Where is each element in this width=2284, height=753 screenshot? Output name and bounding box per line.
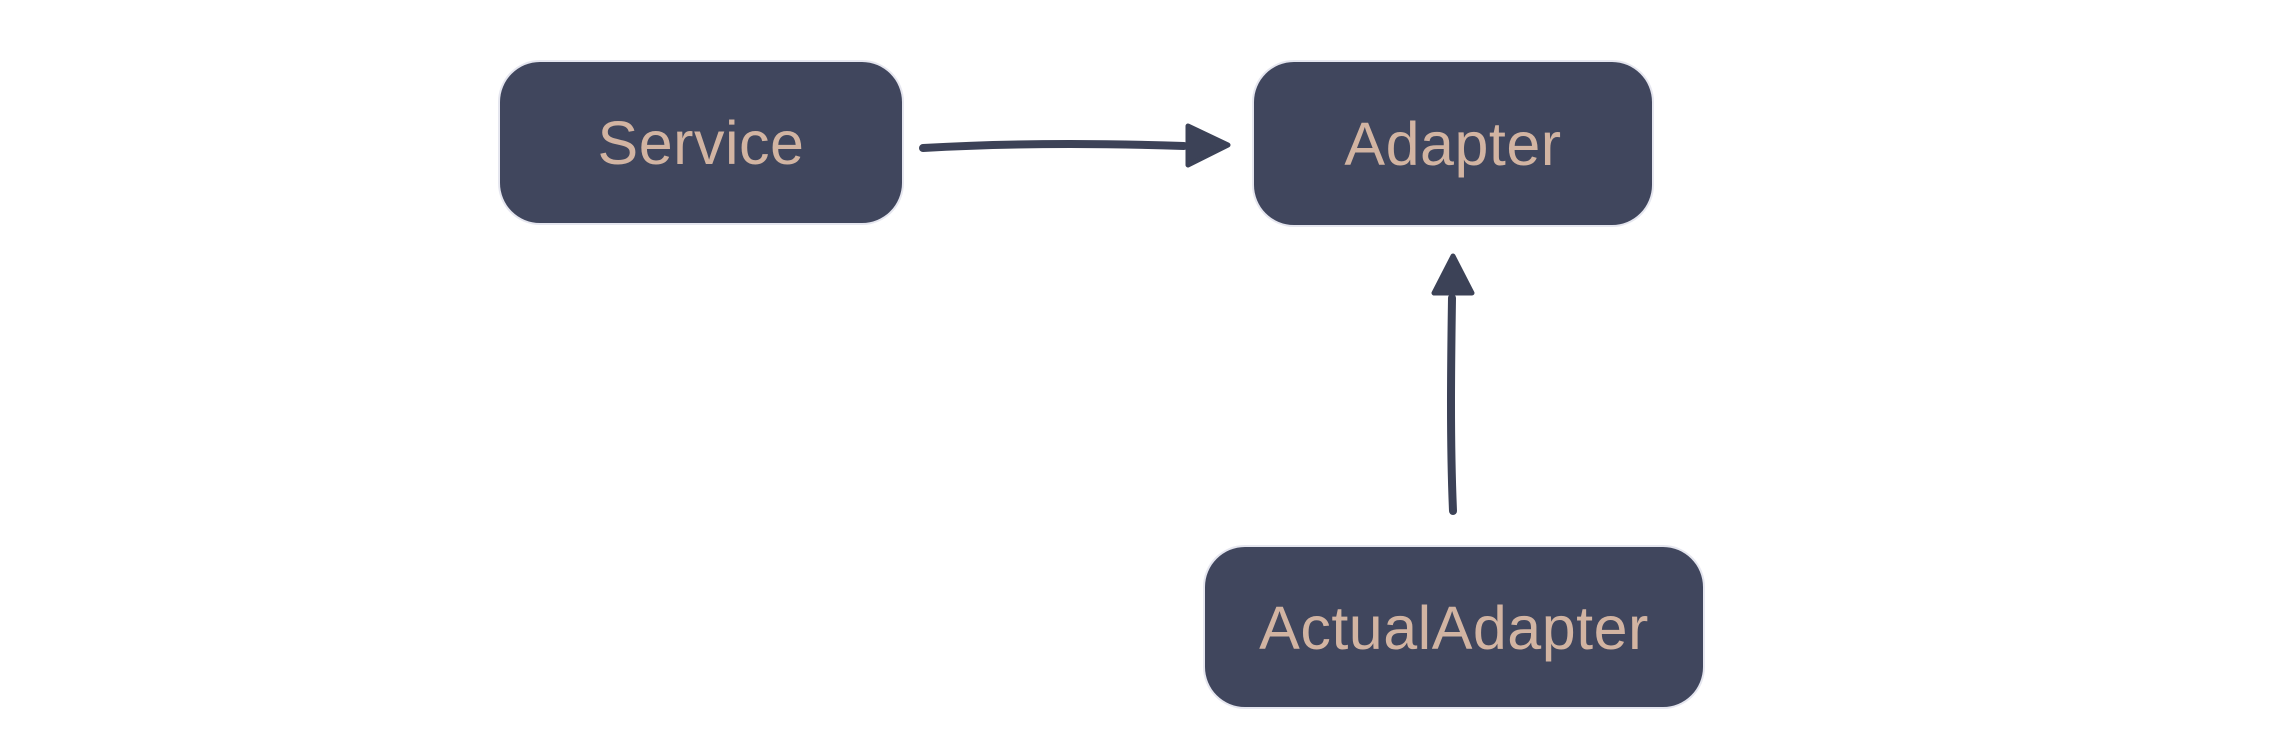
- actual-adapter-node[interactable]: ActualAdapter: [1205, 547, 1703, 707]
- edge-actual-adapter-to-adapter[interactable]: [1431, 253, 1475, 515]
- adapter-node-label: Adapter: [1344, 110, 1562, 178]
- edge-service-to-adapter[interactable]: [919, 123, 1231, 168]
- edge-actual-adapter-to-adapter-line: [1447, 294, 1457, 515]
- edge-service-to-adapter-arrowhead-icon: [1185, 123, 1231, 168]
- actual-adapter-node-label: ActualAdapter: [1259, 593, 1649, 662]
- service-node-label: Service: [597, 109, 805, 177]
- edge-service-to-adapter-line: [919, 139, 1188, 152]
- adapter-node[interactable]: Adapter: [1254, 62, 1652, 225]
- edge-actual-adapter-to-adapter-arrowhead-icon: [1431, 253, 1475, 296]
- service-node[interactable]: Service: [500, 62, 902, 223]
